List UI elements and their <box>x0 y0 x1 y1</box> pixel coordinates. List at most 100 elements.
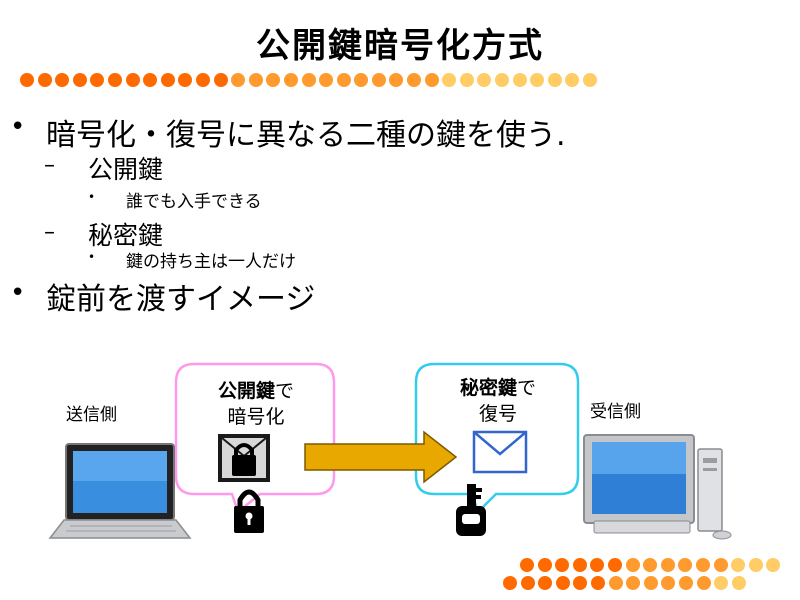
decorative-dot <box>503 576 517 590</box>
decorative-dot <box>442 73 457 87</box>
decorative-dot <box>565 73 580 87</box>
decorative-dot <box>160 73 175 87</box>
receiver-label: 受信側 <box>590 402 641 422</box>
decorative-dot <box>625 558 640 572</box>
decorative-dot <box>643 576 658 590</box>
decrypt-action: 復号 <box>478 403 517 425</box>
bullet-marker: • <box>10 112 26 142</box>
decorative-dot <box>573 576 588 590</box>
decorative-dot <box>107 73 122 87</box>
decorative-dot <box>301 73 316 87</box>
locked-envelope-icon <box>218 434 270 482</box>
decorative-dot <box>520 576 535 590</box>
laptop-illustration <box>48 443 192 539</box>
bullet-marker: – <box>44 153 55 178</box>
decrypt-bubble-text: 秘密鍵で 復号 <box>420 375 576 427</box>
sender-label: 送信側 <box>66 405 117 425</box>
decorative-dot-row-bottom-2 <box>503 576 749 590</box>
bullet-item: 公開鍵 <box>88 150 163 186</box>
padlock-icon <box>234 489 264 533</box>
decrypt-particle: で <box>517 377 537 399</box>
decorative-dot <box>72 73 87 87</box>
decorative-dot <box>766 558 781 572</box>
bullet-item: 鍵の持ち主は一人だけ <box>126 247 296 272</box>
decorative-dot <box>660 558 675 572</box>
decorative-dot <box>583 73 597 87</box>
decorative-dot <box>530 73 545 87</box>
decorative-dot <box>143 73 158 87</box>
decorative-dot-row-bottom-1 <box>520 558 784 572</box>
decorative-dot <box>336 73 351 87</box>
decorative-dot <box>283 73 298 87</box>
decorative-dot <box>37 73 52 87</box>
decorative-dot <box>572 558 587 572</box>
bullet-text: 鍵の持ち主は一人だけ <box>126 252 296 272</box>
decorative-dot <box>512 73 527 87</box>
decorative-dot <box>178 73 193 87</box>
decorative-dot <box>424 73 439 87</box>
decorative-dot <box>661 576 676 590</box>
decorative-dot <box>389 73 404 87</box>
decorative-dot <box>713 558 728 572</box>
decorative-dot <box>125 73 140 87</box>
encrypt-key-name: 公開鍵 <box>217 380 275 402</box>
slide-title: 公開鍵暗号化方式 <box>256 26 544 66</box>
decorative-dot <box>459 73 474 87</box>
decorative-dot <box>231 73 246 87</box>
decorative-dot <box>714 576 729 590</box>
decorative-dot <box>608 576 623 590</box>
transfer-arrow <box>304 430 458 484</box>
decorative-dot <box>748 558 763 572</box>
bullet-text: 秘密鍵 <box>88 221 164 250</box>
encrypt-particle: で <box>275 380 295 402</box>
bullet-item: 暗号化・復号に異なる二種の鍵を使う. <box>46 110 566 154</box>
bullet-marker: – <box>44 220 55 245</box>
bullet-text: 公開鍵 <box>88 155 164 184</box>
decorative-dot <box>590 576 605 590</box>
decorative-dot <box>731 558 746 572</box>
decorative-dot <box>407 73 422 87</box>
decorative-dot <box>555 558 570 572</box>
decorative-dot <box>555 576 570 590</box>
decorative-dot <box>537 558 552 572</box>
decorative-dot <box>248 73 263 87</box>
decorative-dot <box>547 73 562 87</box>
decorative-dot <box>90 73 105 87</box>
decorative-dot <box>678 576 693 590</box>
decorative-dot <box>520 558 534 572</box>
decrypt-key-name: 秘密鍵 <box>459 377 517 399</box>
bullet-text: 暗号化・復号に異なる二種の鍵を使う. <box>46 118 566 153</box>
bullet-marker: • <box>10 278 26 308</box>
decorative-dot <box>213 73 228 87</box>
key-icon <box>456 484 486 536</box>
encrypt-bubble-text: 公開鍵で 暗号化 <box>180 378 332 430</box>
bullet-marker: • <box>88 190 96 204</box>
decorative-dot <box>643 558 658 572</box>
decorative-dot <box>538 576 553 590</box>
desktop-pc-illustration <box>583 434 732 540</box>
decorative-dot <box>319 73 334 87</box>
decorative-dot <box>607 558 622 572</box>
decorative-dot <box>696 576 711 590</box>
bullet-text: 錠前を渡すイメージ <box>46 282 316 317</box>
decorative-dot <box>678 558 693 572</box>
decorative-dot <box>371 73 386 87</box>
decorative-dot <box>590 558 605 572</box>
bullet-item: 錠前を渡すイメージ <box>46 274 315 318</box>
bullet-item: 誰でも入手できる <box>126 187 262 212</box>
decorative-dot <box>20 73 34 87</box>
bullet-text: 誰でも入手できる <box>126 192 262 212</box>
envelope-icon <box>472 430 528 474</box>
bullet-item: 秘密鍵 <box>88 216 163 252</box>
decorative-dot <box>55 73 70 87</box>
decorative-dot <box>195 73 210 87</box>
decorative-dot <box>477 73 492 87</box>
decorative-dot <box>626 576 641 590</box>
decorative-dot <box>731 576 746 590</box>
decorative-dot-row-top <box>20 73 601 87</box>
decorative-dot <box>495 73 510 87</box>
decorative-dot <box>266 73 281 87</box>
decorative-dot <box>354 73 369 87</box>
decorative-dot <box>695 558 710 572</box>
